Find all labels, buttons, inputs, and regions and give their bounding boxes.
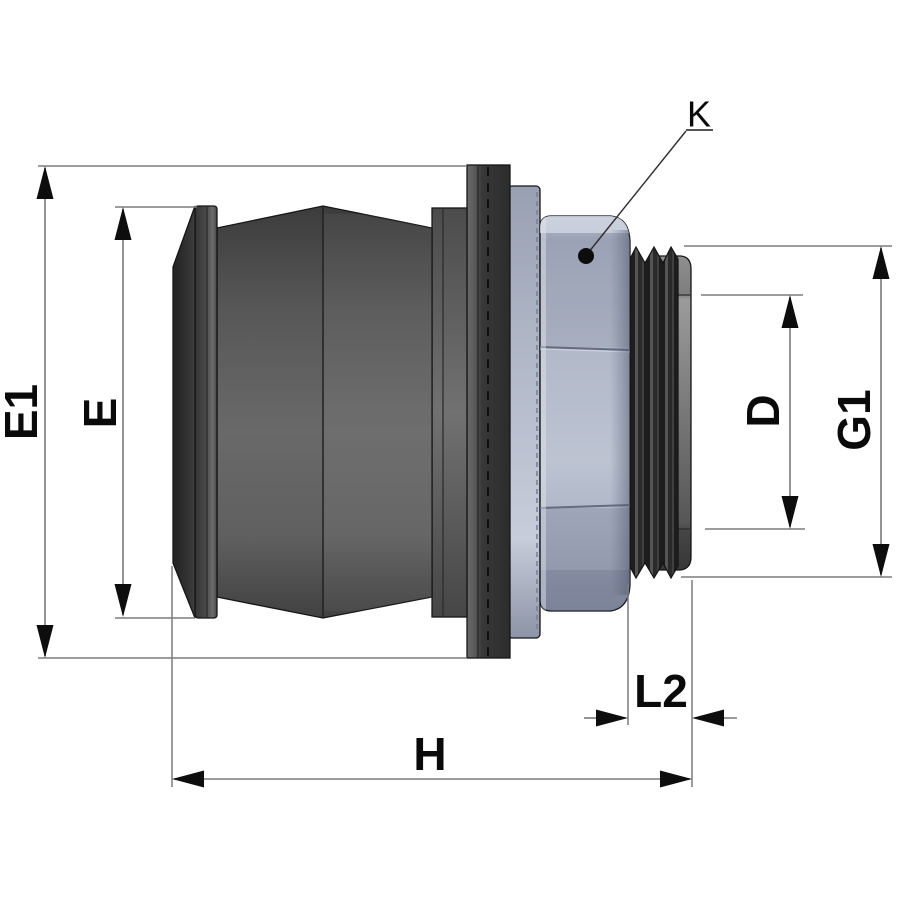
- dimension-h: H: [171, 566, 693, 788]
- e-arrow-up: [114, 207, 132, 240]
- h-arrow-left: [172, 770, 204, 788]
- l2-arrow-left-tip: [692, 709, 724, 727]
- g1-arrow-up: [872, 246, 890, 279]
- dimension-l2: L2: [584, 584, 737, 727]
- seal-ring-face: [194, 205, 218, 619]
- dimension-e: E: [74, 206, 197, 619]
- e1-arrow-down: [36, 625, 54, 658]
- dim-label-h: H: [413, 728, 446, 780]
- e1-arrow-up: [36, 166, 54, 199]
- k-leader-dot: [578, 248, 594, 264]
- hex-nut-left-highlight: [541, 216, 546, 611]
- spacer-ring: [507, 185, 541, 639]
- barrel: [216, 205, 433, 619]
- callout-label-k: K: [687, 94, 711, 135]
- end-cap: [172, 205, 196, 619]
- dimension-e1: E1: [0, 165, 467, 659]
- spacer-ring-face: [507, 185, 541, 639]
- dimensions: E1 E D G1: [0, 94, 892, 788]
- step-ring: [431, 207, 468, 618]
- thread-profile: [627, 245, 679, 580]
- d-arrow-down: [781, 496, 799, 529]
- dimension-g1: G1: [681, 245, 892, 578]
- callout-k: K: [578, 94, 713, 264]
- dim-label-e: E: [74, 398, 126, 429]
- dimension-d: D: [701, 294, 805, 530]
- dim-label-d: D: [737, 394, 789, 427]
- h-arrow-right: [660, 770, 692, 788]
- end-cap-face: [172, 205, 196, 619]
- thread-section: [627, 245, 679, 580]
- e-arrow-down: [114, 584, 132, 617]
- l2-arrow-right-tip: [596, 709, 628, 727]
- gland-body: [172, 164, 692, 659]
- step-ring-face: [431, 207, 468, 618]
- dim-label-e1: E1: [0, 384, 47, 440]
- barrel-right-sheen: [324, 214, 432, 611]
- hex-nut-right-shade: [610, 230, 630, 595]
- dim-label-l2: L2: [634, 665, 688, 717]
- hex-nut: [539, 215, 631, 612]
- g1-arrow-down: [872, 544, 890, 577]
- dim-label-g1: G1: [828, 389, 880, 450]
- seal-ring: [194, 205, 218, 619]
- flange: [466, 164, 511, 659]
- k-leader-line: [587, 130, 687, 254]
- d-arrow-up: [781, 295, 799, 328]
